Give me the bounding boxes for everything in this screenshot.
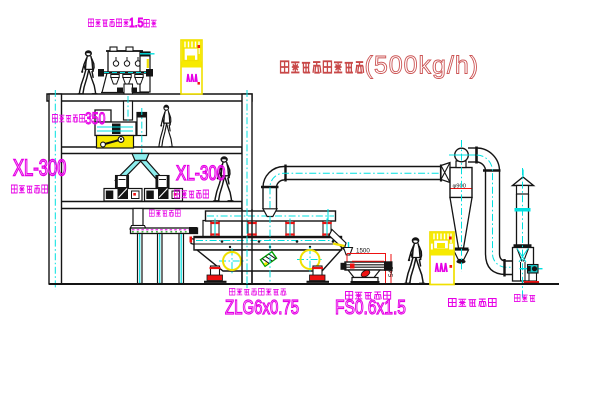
- svg-text:FS0.6x1.5: FS0.6x1.5: [335, 296, 406, 319]
- svg-text:(500kg/h): (500kg/h): [365, 52, 480, 80]
- svg-text:XL-300: XL-300: [13, 156, 66, 181]
- svg-text:ZLG6x0.75: ZLG6x0.75: [225, 296, 299, 319]
- svg-text:XL-300: XL-300: [176, 161, 225, 185]
- svg-text:1500: 1500: [356, 248, 370, 255]
- svg-text:φ900: φ900: [453, 184, 466, 190]
- svg-text:546: 546: [388, 266, 395, 277]
- svg-text:1.5: 1.5: [129, 16, 144, 30]
- svg-text:350: 350: [85, 110, 105, 128]
